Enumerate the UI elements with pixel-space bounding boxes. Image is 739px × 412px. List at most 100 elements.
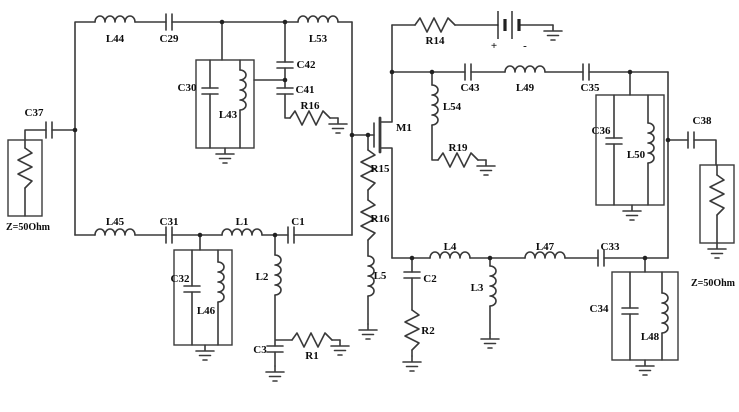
label-C35: C35 <box>581 82 600 94</box>
label-C29: C29 <box>160 33 179 45</box>
ground-icon <box>358 323 378 340</box>
label-L53: L53 <box>309 33 328 45</box>
label-C41: C41 <box>296 84 315 96</box>
wires <box>431 71 487 161</box>
source-wire <box>379 147 393 259</box>
resistor-R19 <box>437 152 479 168</box>
capacitor-C29 <box>165 13 173 31</box>
capacitor-C43 <box>464 63 472 81</box>
label-L50: L50 <box>627 149 646 161</box>
label-L46: L46 <box>197 305 216 317</box>
branch-C42-C41-R16: C42 C41 R16 <box>253 21 348 134</box>
capacitor-C41 <box>276 87 294 95</box>
label-C2: C2 <box>423 273 437 285</box>
tank-box <box>173 249 233 346</box>
supply-branch: R14 + - <box>391 11 563 52</box>
inductor-L46 <box>217 261 225 303</box>
left-load-box <box>7 139 43 217</box>
output-top-branch: C43 L49 C35 <box>391 63 669 94</box>
branch-L2-C3-R1: L2 C3 R1 <box>253 234 350 382</box>
label-C3: C3 <box>253 344 267 356</box>
junction-dot <box>282 19 288 25</box>
label-C43: C43 <box>461 82 480 94</box>
right-termination: C38 Z=50Ohm <box>667 71 736 289</box>
ground-icon <box>195 344 215 361</box>
label-L2: L2 <box>256 271 269 283</box>
battery-long-plates <box>497 11 513 39</box>
battery-short-plates <box>503 19 521 31</box>
ground-icon <box>543 24 563 41</box>
wires <box>351 21 375 325</box>
label-R1: R1 <box>305 350 318 362</box>
junction-dot <box>627 69 633 75</box>
ground-icon <box>402 355 422 372</box>
junction-dot <box>349 132 355 138</box>
capacitor-C42 <box>276 61 294 69</box>
wires <box>191 234 219 346</box>
inductor-L45 <box>94 228 136 236</box>
label-M1: M1 <box>396 122 412 134</box>
ground-icon <box>328 117 348 134</box>
label-battery-plus: + <box>491 40 497 52</box>
label-C33: C33 <box>601 241 620 253</box>
junction-dots <box>72 19 671 261</box>
ground-icon <box>622 204 642 221</box>
capacitor-C31 <box>165 226 173 244</box>
label-battery-minus: - <box>523 40 527 52</box>
junction-dot <box>642 255 648 261</box>
capacitor-C30 <box>201 87 219 95</box>
junction-dot <box>197 232 203 238</box>
wires <box>24 129 76 217</box>
label-L54: L54 <box>443 101 462 113</box>
top-left-branch: L44 C29 L53 <box>74 13 353 236</box>
label-L49: L49 <box>516 82 535 94</box>
label-L45: L45 <box>106 216 125 228</box>
inductor-L3 <box>489 265 497 307</box>
junction-dot <box>389 69 395 75</box>
inductor-L53 <box>297 15 339 23</box>
tank-C32-L46: C32 L46 <box>171 234 233 361</box>
label-z-right: Z=50Ohm <box>691 278 736 289</box>
resistor-R1 <box>291 332 333 348</box>
inductor-L49 <box>504 65 546 73</box>
resistor-right-load <box>709 174 725 216</box>
tank-C30-L43: C30 L43 <box>178 21 255 164</box>
junction-dot <box>282 77 288 83</box>
inductor-L1 <box>221 228 263 236</box>
left-termination: C37 Z=50Ohm <box>6 107 76 233</box>
label-R16-top: R16 <box>301 100 320 112</box>
label-R2: R2 <box>421 325 435 337</box>
branch-L54-R19: L54 R19 <box>431 71 496 176</box>
label-L48: L48 <box>641 331 660 343</box>
ground-icon <box>265 365 285 382</box>
junction-dot <box>487 255 493 261</box>
inductor-L2 <box>274 254 282 296</box>
label-C34: C34 <box>590 303 609 315</box>
resistor-R16-top <box>289 110 331 126</box>
junction-dot <box>272 232 278 238</box>
label-L43: L43 <box>219 109 238 121</box>
label-C31: C31 <box>160 216 179 228</box>
tank-C34-L48: C34 L48 <box>590 257 679 376</box>
label-L4: L4 <box>444 241 457 253</box>
capacitor-C37 <box>45 121 53 139</box>
junction-dot <box>72 127 78 133</box>
capacitor-C2 <box>403 271 421 279</box>
branch-C2-R2: C2 R2 <box>402 257 437 372</box>
junction-dot <box>409 255 415 261</box>
output-bottom-branch: L4 L47 C33 <box>391 241 669 267</box>
wires <box>667 71 718 259</box>
wires <box>629 257 663 361</box>
label-C32: C32 <box>171 273 190 285</box>
ground-icon <box>330 339 350 356</box>
wires <box>209 21 241 149</box>
label-L47: L47 <box>536 241 555 253</box>
label-C1: C1 <box>291 216 304 228</box>
junction-dot <box>665 137 671 143</box>
resistor-R2 <box>404 309 420 351</box>
label-C38: C38 <box>693 115 712 127</box>
tank-C36-L50: C36 L50 <box>592 71 665 221</box>
ground-icon <box>476 159 496 176</box>
